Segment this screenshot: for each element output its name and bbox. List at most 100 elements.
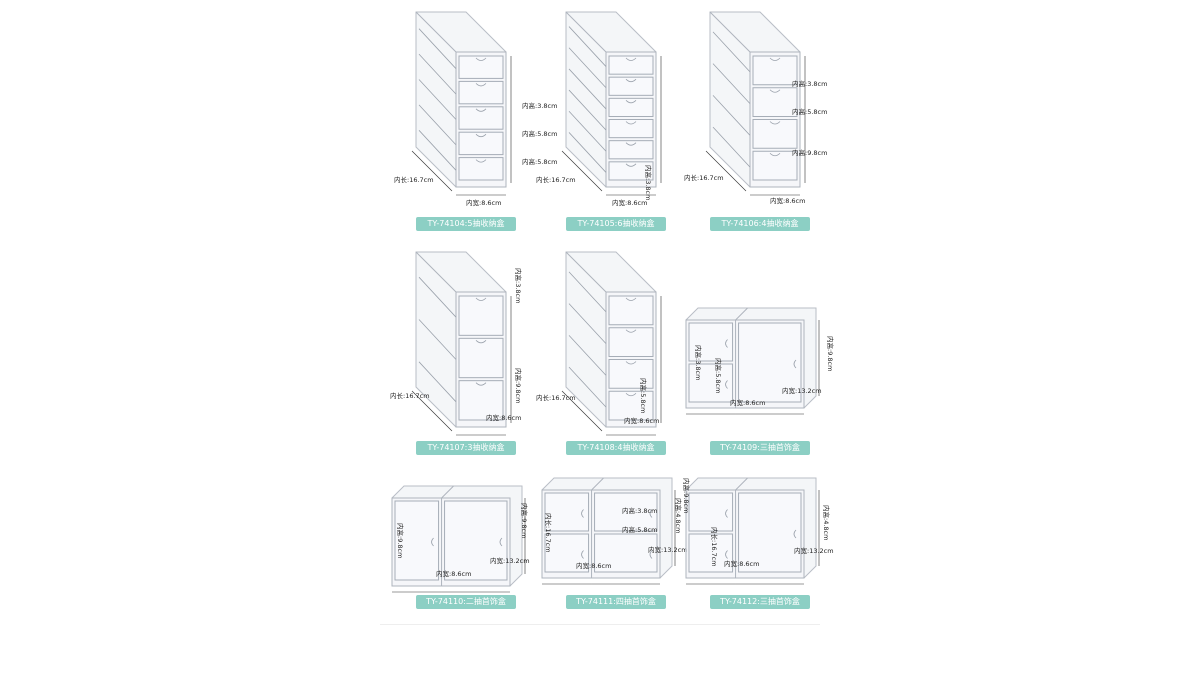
drawer-handle bbox=[793, 359, 797, 369]
dimension-label: 内高:5.8cm bbox=[792, 107, 827, 116]
drawer-handle bbox=[793, 529, 797, 539]
dimension-label: 内高:9.8cm bbox=[520, 503, 529, 538]
drawer-left-1 bbox=[688, 322, 734, 362]
dimension-label: 内高:5.8cm bbox=[522, 157, 557, 166]
dimension-label: 内高:4.8cm bbox=[822, 505, 831, 540]
dimension-label: 内宽:8.6cm bbox=[730, 398, 765, 407]
drawer-1 bbox=[458, 55, 504, 79]
dimension-label: 内高:3.8cm bbox=[792, 79, 827, 88]
dimension-label: 内高:9.8cm bbox=[682, 478, 691, 513]
dimension-label: 内宽:13.2cm bbox=[490, 556, 530, 565]
drawer-handle bbox=[769, 152, 781, 157]
drawer-handle bbox=[625, 361, 637, 365]
drawer-right-1 bbox=[594, 492, 658, 532]
dimension-label: 内宽:8.6cm bbox=[624, 416, 659, 425]
dimension-label: 内高:3.8cm bbox=[622, 506, 657, 515]
dimension-label: 内长:16.7cm bbox=[544, 513, 553, 553]
drawer-handle bbox=[431, 537, 434, 547]
drawer-handle bbox=[625, 392, 637, 397]
drawer-handle bbox=[475, 340, 487, 344]
length-dim-line bbox=[561, 390, 603, 432]
drawer-handle bbox=[725, 380, 728, 389]
drawer-6 bbox=[608, 161, 654, 181]
product-caption: TY-74110:二抽首饰盒 bbox=[416, 595, 516, 609]
dimension-label: 内宽:13.2cm bbox=[794, 546, 834, 555]
dimension-label: 内高:3.8cm bbox=[644, 165, 653, 200]
bottom-divider bbox=[380, 624, 820, 625]
drawer-handle bbox=[475, 108, 487, 112]
dimension-label: 内高:5.8cm bbox=[522, 129, 557, 138]
dimension-label: 内高:5.8cm bbox=[714, 358, 723, 393]
dimension-label: 内宽:13.2cm bbox=[782, 386, 822, 395]
length-dim-line bbox=[705, 150, 747, 192]
drawer-handle bbox=[649, 509, 653, 518]
dimension-label: 内长:16.7cm bbox=[394, 175, 434, 184]
dimension-label: 内高:3.8cm bbox=[522, 101, 557, 110]
drawer-handle bbox=[625, 163, 637, 167]
dimension-label: 内长:16.7cm bbox=[536, 175, 576, 184]
dimension-label: 内宽:8.6cm bbox=[486, 413, 521, 422]
drawer-2 bbox=[608, 76, 654, 96]
drawer-5 bbox=[458, 157, 504, 181]
dimension-label: 内高:9.8cm bbox=[396, 523, 405, 558]
dimension-label: 内宽:13.2cm bbox=[648, 545, 688, 554]
dimension-label: 内高:5.8cm bbox=[639, 378, 648, 413]
drawer-4 bbox=[458, 131, 504, 156]
drawer-handle bbox=[725, 509, 728, 518]
dimension-label: 内宽:8.6cm bbox=[612, 198, 647, 207]
drawer-2 bbox=[458, 80, 504, 105]
dimension-label: 内长:16.7cm bbox=[710, 527, 719, 567]
product-caption: TY-74111:四抽首饰盒 bbox=[566, 595, 666, 609]
product-caption: TY-74107:3抽收纳盒 bbox=[416, 441, 516, 455]
drawer-handle bbox=[625, 297, 637, 301]
drawer-3 bbox=[458, 106, 504, 130]
length-dim-line bbox=[411, 150, 453, 192]
dimension-label: 内高:9.8cm bbox=[826, 336, 835, 371]
drawer-5 bbox=[608, 140, 654, 160]
dimension-label: 内高:9.8cm bbox=[792, 148, 827, 157]
drawer-handle bbox=[475, 133, 487, 138]
drawer-handle bbox=[499, 537, 503, 547]
drawer-left-1 bbox=[394, 500, 440, 581]
product-illustration: 内高:3.8cm 内长:16.7cm 内宽:8.6cm bbox=[536, 11, 662, 207]
product-caption: TY-74109:三抽首饰盒 bbox=[710, 441, 810, 455]
drawer-right-2 bbox=[594, 533, 658, 573]
drawer-4 bbox=[608, 119, 654, 139]
drawer-handle bbox=[769, 57, 781, 61]
drawer-left-2 bbox=[688, 533, 734, 573]
drawer-1 bbox=[608, 55, 654, 75]
drawer-2 bbox=[458, 337, 504, 379]
product-caption: TY-74105:6抽收纳盒 bbox=[566, 217, 666, 231]
drawer-3 bbox=[458, 380, 504, 421]
product-illustration: 内高:9.8cm 内高:4.8cm 内长:16.7cm 内宽:8.6cm 内宽:13.2… bbox=[682, 477, 834, 585]
dimension-label: 内高:9.8cm bbox=[514, 368, 523, 403]
product-caption: TY-74106:4抽收纳盒 bbox=[710, 217, 810, 231]
drawer-handle bbox=[475, 297, 487, 301]
drawer-left-1 bbox=[544, 492, 590, 532]
drawer-handle bbox=[475, 159, 487, 163]
drawer-right-1 bbox=[738, 492, 802, 573]
length-dim-line bbox=[561, 150, 603, 192]
drawer-handle bbox=[581, 550, 584, 559]
drawer-handle bbox=[625, 121, 637, 125]
dimension-label: 内宽:8.6cm bbox=[724, 559, 759, 568]
drawer-handle bbox=[769, 121, 781, 125]
drawer-handle bbox=[625, 142, 637, 146]
product-caption: TY-74104:5抽收纳盒 bbox=[416, 217, 516, 231]
drawer-handle bbox=[649, 550, 653, 559]
drawer-handle bbox=[625, 329, 637, 333]
dimension-label: 内高:4.8cm bbox=[674, 498, 683, 533]
